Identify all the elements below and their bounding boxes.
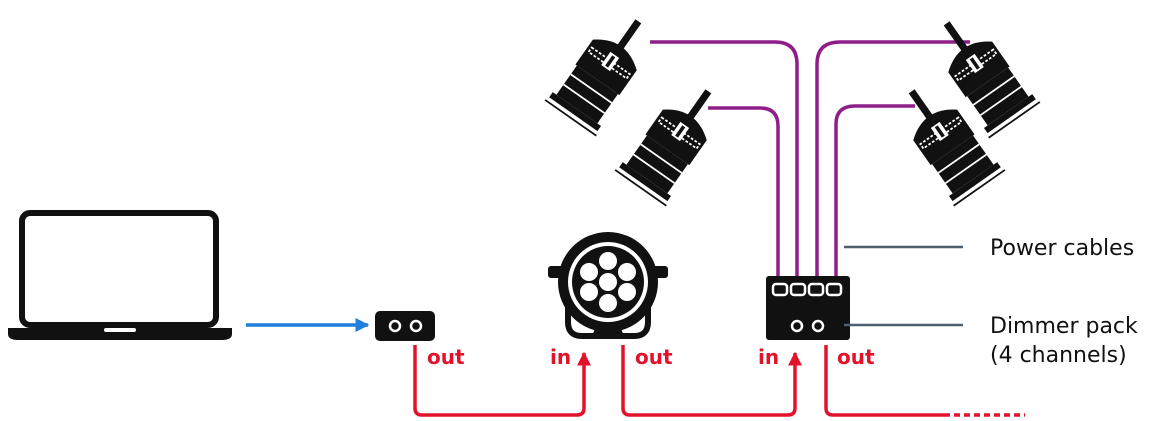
spotlight-icon <box>544 2 665 137</box>
interface-out-label: out <box>427 345 465 369</box>
dimmer-pack-channels-label: (4 channels) <box>990 343 1127 368</box>
dimmer-in-label: in <box>758 345 779 369</box>
dmx-cable-interface-to-par <box>413 345 591 417</box>
dimmer-pack-label: Dimmer pack <box>990 314 1138 339</box>
par-out-label: out <box>635 345 673 369</box>
power-cables <box>650 40 970 276</box>
power-cable-2 <box>708 106 780 276</box>
dimmer-pack-icon <box>766 276 850 340</box>
dmx-cable-dimmer-out <box>824 345 950 417</box>
spotlights <box>544 2 1041 207</box>
dimmer-out-label: out <box>837 345 875 369</box>
power-cables-label: Power cables <box>990 236 1134 261</box>
dmx-cables <box>413 345 1025 417</box>
dmx-cable-par-to-dimmer <box>621 345 802 417</box>
power-cable-3 <box>815 40 970 276</box>
dmx-interface-icon <box>375 311 435 341</box>
power-cable-1 <box>650 40 799 276</box>
laptop-icon <box>8 210 232 340</box>
par-in-label: in <box>550 345 571 369</box>
led-par-icon <box>548 232 668 339</box>
spotlight-icon <box>614 72 735 207</box>
power-cable-4 <box>834 104 915 276</box>
